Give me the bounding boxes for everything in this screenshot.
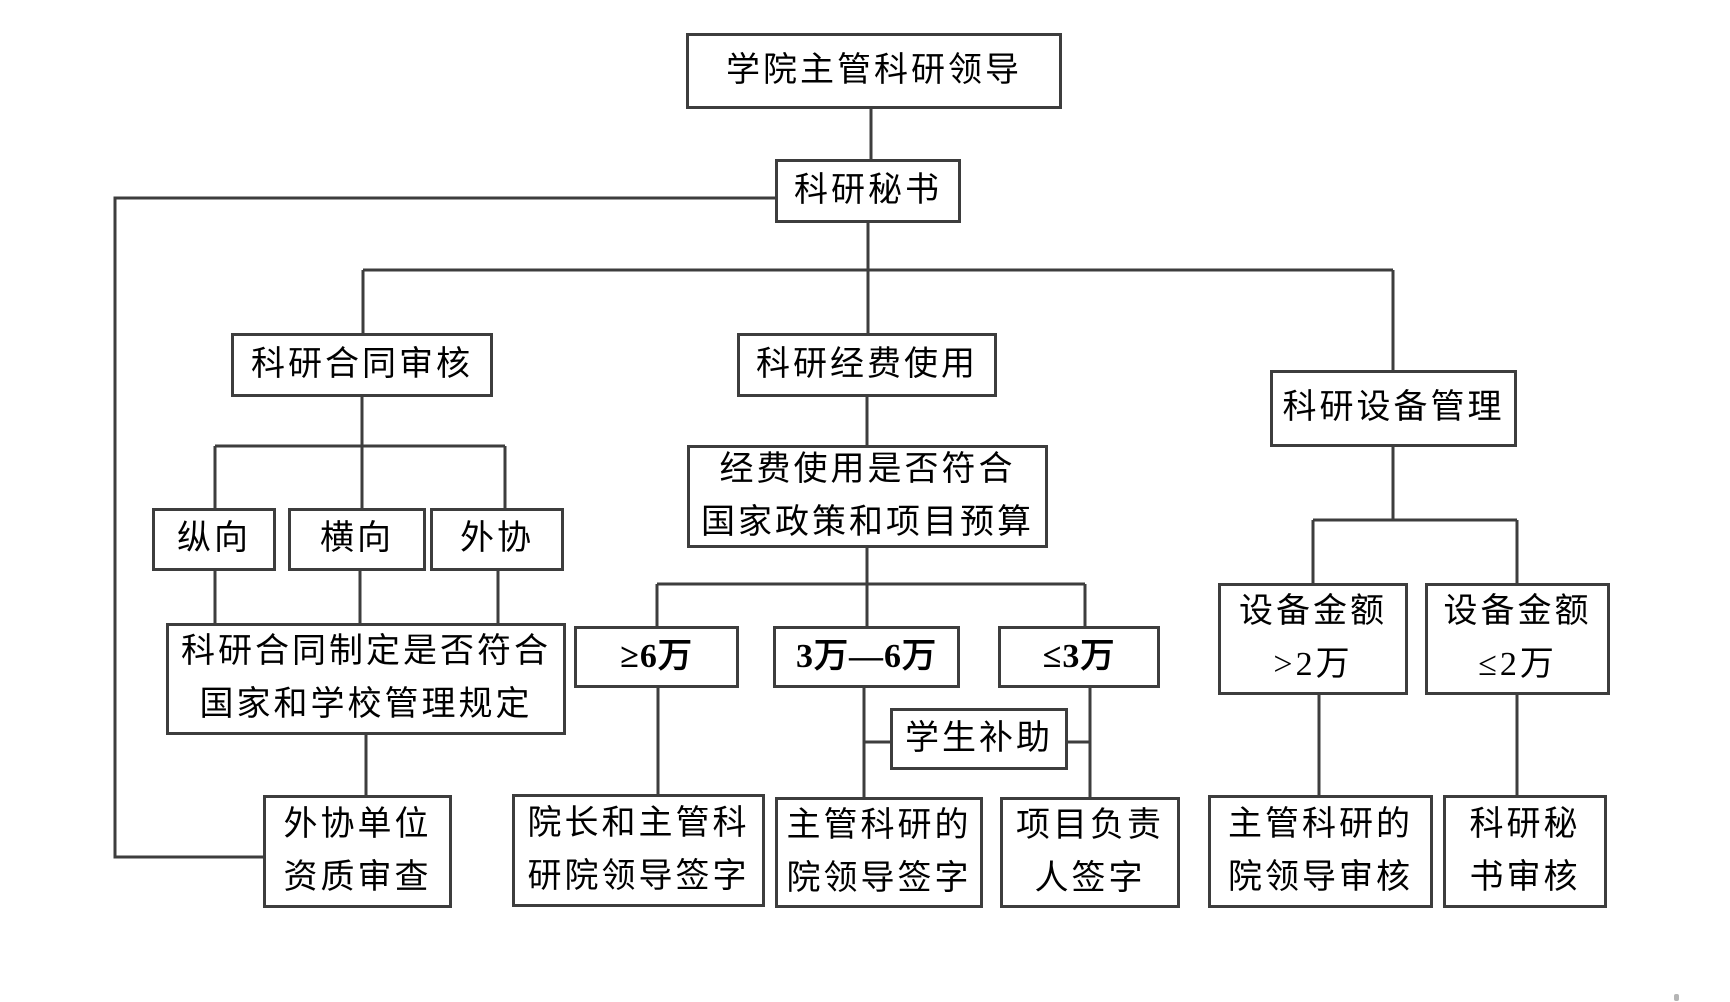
node-contract-review: 科研合同审核	[231, 333, 493, 397]
node-research-vice-dean-sign: 主管科研的 院领导签字	[775, 797, 983, 908]
node-external-unit-qualification-review: 外协单位 资质审查	[263, 795, 452, 908]
node-research-vice-dean-review: 主管科研的 院领导审核	[1208, 795, 1433, 908]
node-dean-and-research-leader-sign: 院长和主管科 研院领导签字	[512, 794, 765, 907]
node-contract-compliance-check: 科研合同制定是否符合 国家和学校管理规定	[166, 623, 566, 735]
node-equipment-gt-20k: 设备金额 >2万	[1218, 583, 1408, 695]
node-college-research-leader: 学院主管科研领导	[686, 33, 1062, 109]
node-equipment-le-20k: 设备金额 ≤2万	[1425, 583, 1610, 695]
node-equipment-management: 科研设备管理	[1270, 370, 1517, 447]
node-external-cooperation: 外协	[430, 508, 564, 571]
node-funding-use: 科研经费使用	[737, 333, 997, 397]
node-amount-30k-60k: 3万—6万	[773, 626, 960, 688]
node-research-secretary: 科研秘书	[775, 159, 961, 223]
node-amount-le-30k: ≤3万	[998, 626, 1160, 688]
node-funding-compliance-check: 经费使用是否符合 国家政策和项目预算	[687, 445, 1048, 548]
node-project-leader-sign: 项目负责 人签字	[1000, 797, 1180, 908]
connector-line	[113, 196, 775, 859]
node-secretary-review: 科研秘 书审核	[1443, 795, 1607, 908]
node-horizontal-projects: 横向	[288, 508, 426, 571]
node-student-subsidy: 学生补助	[890, 708, 1068, 770]
artifact-mark	[1674, 994, 1679, 1001]
node-amount-ge-60k: ≥6万	[574, 626, 739, 688]
node-vertical-projects: 纵向	[152, 508, 276, 571]
